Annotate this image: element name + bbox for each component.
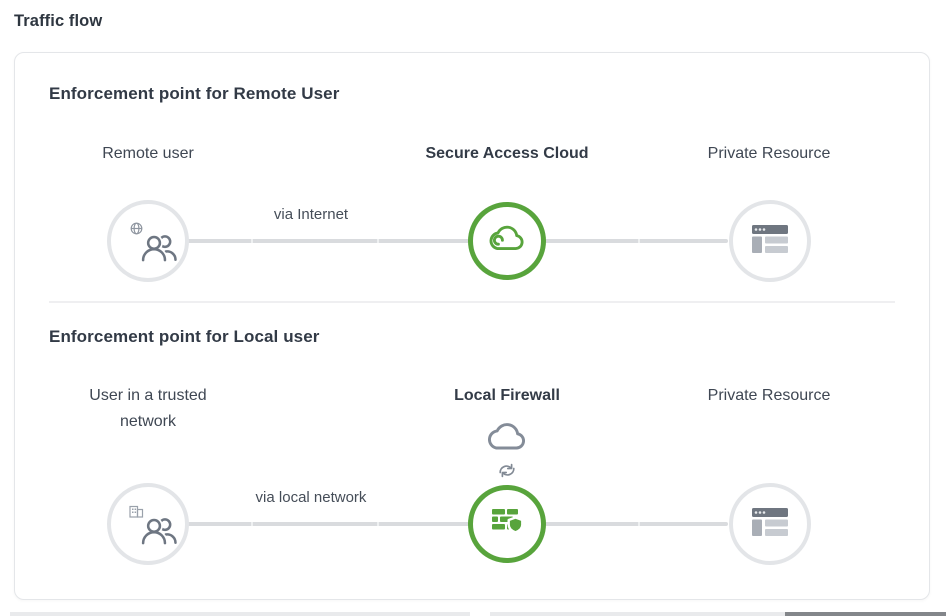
local-firewall-node bbox=[468, 485, 546, 563]
connector-joint bbox=[638, 239, 640, 243]
node-label-remote-user: Remote user bbox=[102, 145, 194, 162]
connector-line-remote bbox=[176, 239, 728, 243]
node-label-private-resource-1: Private Resource bbox=[707, 145, 831, 162]
section-divider bbox=[49, 301, 895, 303]
connector-joint bbox=[638, 522, 640, 526]
trusted-user-node bbox=[107, 483, 189, 565]
traffic-flow-card: Enforcement point for Remote User Remote… bbox=[14, 52, 930, 600]
connector-line-local bbox=[176, 522, 728, 526]
users-icon bbox=[140, 233, 178, 267]
globe-icon bbox=[130, 222, 143, 240]
firewall-shield-icon bbox=[491, 509, 523, 539]
remote-user-node bbox=[107, 200, 189, 282]
connector-label-via-internet: via Internet bbox=[273, 206, 349, 223]
page-title: Traffic flow bbox=[14, 12, 103, 30]
building-icon bbox=[129, 503, 144, 523]
app-window-icon bbox=[752, 507, 788, 541]
sync-icon bbox=[497, 462, 517, 484]
connector-label-via-local-network: via local network bbox=[255, 489, 367, 506]
connector-joint bbox=[251, 239, 253, 243]
partial-bottom-bar bbox=[490, 612, 785, 616]
node-label-trusted-user: User in a trusted network bbox=[89, 387, 207, 430]
app-window-icon bbox=[752, 224, 788, 258]
private-resource-node-2 bbox=[729, 483, 811, 565]
node-label-private-resource-2: Private Resource bbox=[707, 387, 831, 404]
connector-joint bbox=[251, 522, 253, 526]
node-label-secure-access-cloud: Secure Access Cloud bbox=[425, 145, 589, 162]
node-label-local-firewall: Local Firewall bbox=[454, 387, 560, 404]
cloud-outline-icon bbox=[484, 421, 530, 458]
cloud-icon bbox=[486, 224, 528, 258]
secure-access-cloud-node bbox=[468, 202, 546, 280]
private-resource-node-1 bbox=[729, 200, 811, 282]
partial-bottom-button[interactable] bbox=[785, 612, 946, 616]
section-heading-local: Enforcement point for Local user bbox=[49, 327, 320, 346]
section-heading-remote: Enforcement point for Remote User bbox=[49, 84, 340, 103]
connector-joint bbox=[377, 239, 379, 243]
users-icon bbox=[140, 516, 178, 550]
connector-joint bbox=[377, 522, 379, 526]
partial-bottom-bar bbox=[10, 612, 470, 616]
